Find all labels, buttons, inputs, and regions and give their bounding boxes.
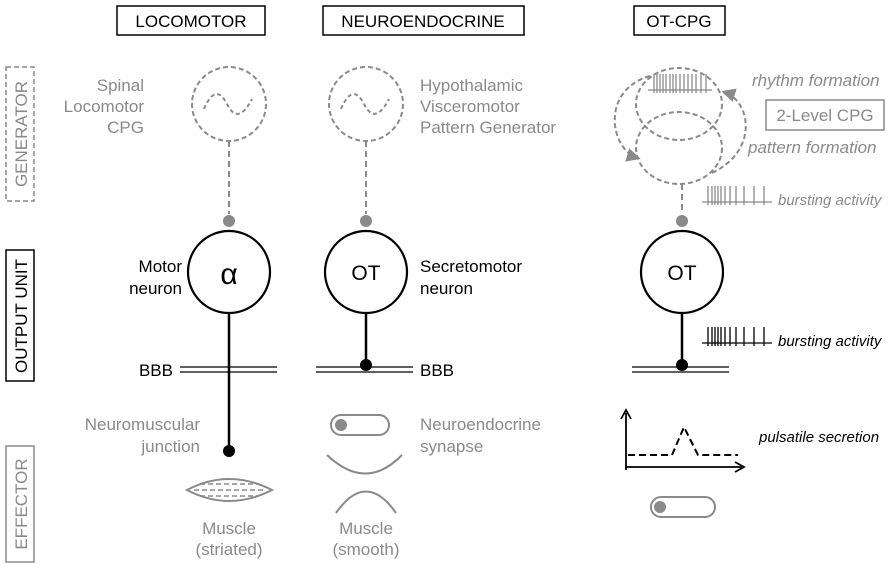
neuroendocrine-axon-terminal [360,359,372,371]
column-header-neuroendocrine-label: NEUROENDOCRINE [341,12,504,31]
wave-icon [340,93,390,115]
wave-icon [203,93,253,115]
otcpg-synapse-dot [676,215,688,227]
secretomotor-label-line1: Secretomotor [420,257,522,276]
row-label-output-unit: OUTPUT UNIT [5,249,35,382]
muscle-striated-line1: Muscle [202,519,256,538]
row-label-effector-text: EFFECTOR [12,458,31,549]
locomotor-bbb-line [180,366,277,373]
bursting-activity-gray-label: bursting activity [778,192,883,209]
bursting-spike-train-gray-icon [702,186,772,205]
row-label-effector: EFFECTOR [5,445,35,563]
locomotor-neuron-label-line1: Motor [139,257,183,276]
locomotor-generator-line2: Locomotor [64,97,145,116]
muscle-smooth-line2: (smooth) [332,540,399,559]
alpha-symbol: α [220,258,237,291]
neuroendocrine-bbb-label: BBB [420,361,454,380]
column-header-locomotor-label: LOCOMOTOR [135,12,246,31]
otcpg-ot-neuron: OT [639,229,725,315]
muscle-smooth-line1: Muscle [339,519,393,538]
locomotor-neuron-label-line2: neuron [129,279,182,298]
locomotor-motor-neuron: α [186,229,272,315]
otcpg-axon-terminal [676,359,688,371]
pattern-formation-label: pattern formation [747,138,877,157]
neuromuscular-junction-line1: Neuromuscular [85,415,201,434]
two-level-cpg-label: 2-Level CPG [776,106,873,125]
rhythm-spike-train-icon [648,74,712,93]
rhythm-formation-label: rhythm formation [752,71,880,90]
vesicle-capsule-icon [650,496,716,518]
secretomotor-label-line2: neuron [420,279,473,298]
column-header-otcpg: OT-CPG [633,5,726,36]
locomotor-generator-circle [191,66,267,142]
row-label-generator-text: GENERATOR [12,81,31,187]
locomotor-synapse-dot [223,215,235,227]
smooth-muscle-icon [326,454,403,514]
neuroendocrine-generator-line1: Hypothalamic [420,76,523,95]
neuroendocrine-generator-line3: Pattern Generator [420,118,556,137]
locomotor-axon-terminal [223,445,235,457]
neuroendocrine-synapse-line2: synapse [420,437,483,456]
neuroendocrine-generator-line2: Visceromotor [420,97,520,116]
striated-muscle-icon [184,478,275,502]
loop-arrow-right [711,88,747,174]
muscle-striated-line2: (striated) [195,540,262,559]
neuromuscular-junction-line2: junction [140,437,200,456]
bursting-activity-black-label: bursting activity [778,333,883,350]
two-level-cpg-box [765,99,885,131]
pulsatile-secretion-label: pulsatile secretion [758,429,879,446]
neuroendocrine-ot-neuron: OT [323,229,409,315]
locomotor-bbb-label: BBB [139,361,173,380]
neuroendocrine-synapse-dot [360,215,372,227]
locomotor-generator-line3: CPG [107,118,144,137]
vesicle-capsule-icon [330,414,390,436]
column-header-locomotor: LOCOMOTOR [116,5,266,36]
loop-arrow-left [613,75,651,162]
neuroendocrine-generator-circle [328,66,404,142]
two-level-cpg-diagram [613,67,747,185]
ot-symbol: OT [351,262,380,285]
locomotor-generator-line1: Spinal [97,76,144,95]
neuroendocrine-synapse-line1: Neuroendocrine [420,415,541,434]
ot-symbol: OT [667,262,696,285]
column-header-otcpg-label: OT-CPG [646,12,711,31]
pulsatile-secretion-graph-icon [620,408,746,473]
bursting-spike-train-black-icon [702,327,772,346]
column-header-neuroendocrine: NEUROENDOCRINE [322,5,525,36]
row-label-output-unit-text: OUTPUT UNIT [12,259,31,373]
row-label-generator: GENERATOR [5,66,35,202]
